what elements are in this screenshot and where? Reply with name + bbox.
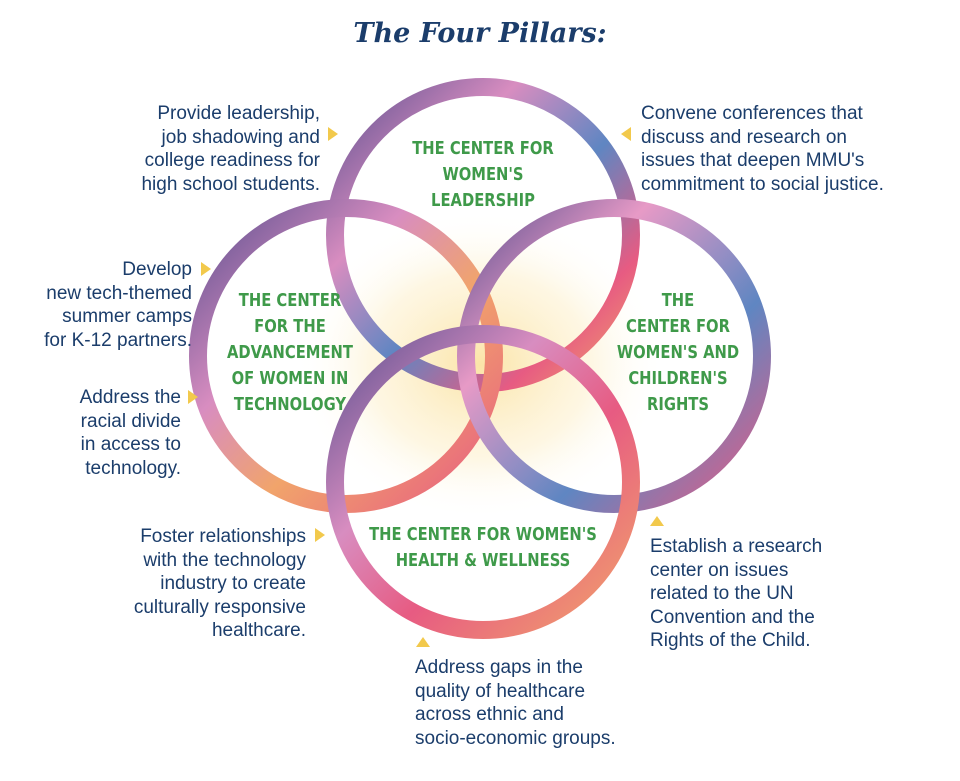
note-health-industry: Foster relationships with the technology… [133, 526, 306, 641]
arrow-left-icon [621, 127, 631, 141]
ring-health [326, 325, 640, 639]
note-tech-camps: Develop new tech-themed summer camps for… [44, 259, 192, 351]
arrow-right-icon [315, 528, 325, 542]
center-glow [295, 210, 665, 520]
page-title: The Four Pillars: [353, 18, 607, 49]
ring-technology [189, 199, 503, 513]
center-leadership-label: THE CENTER FOR WOMEN'S LEADERSHIP [412, 138, 554, 211]
ring-children [457, 199, 771, 513]
note-health-gaps: Address gaps in the quality of healthcar… [415, 657, 616, 749]
note-children-research: Establish a research center on issues re… [650, 536, 823, 651]
center-children-label: THE CENTER FOR WOMEN'S AND CHILDREN'S RI… [616, 290, 740, 415]
note-leadership-left: Provide leadership, job shadowing and co… [141, 103, 320, 195]
arrow-right-icon [188, 390, 198, 404]
center-technology-label: THE CENTER FOR THE ADVANCEMENT OF WOMEN … [227, 290, 353, 415]
note-tech-divide: Address the racial divide in access to t… [79, 387, 181, 479]
center-health-label: THE CENTER FOR WOMEN'S HEALTH & WELLNESS [369, 524, 597, 571]
note-leadership-right: Convene conferences that discuss and res… [641, 103, 884, 195]
arrow-right-icon [328, 127, 338, 141]
arrow-up-icon [416, 637, 430, 647]
arrow-up-icon [650, 516, 664, 526]
arrow-right-icon [201, 262, 211, 276]
